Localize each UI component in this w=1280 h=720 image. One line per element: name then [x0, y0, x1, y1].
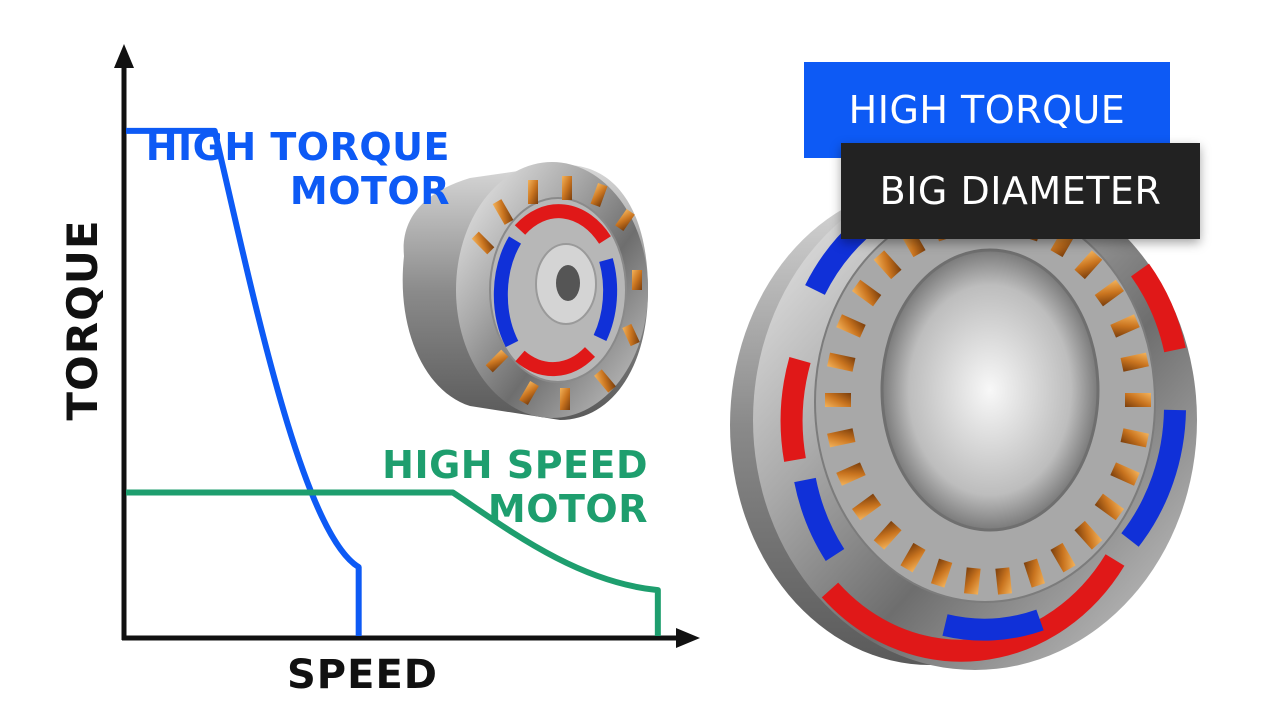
- copper-tooth: [1094, 493, 1124, 521]
- copper-tooth: [836, 462, 866, 486]
- copper-tooth: [1023, 558, 1046, 588]
- copper-tooth: [930, 558, 953, 588]
- y-axis-title: TORQUE: [58, 219, 107, 421]
- x-axis-arrow: [676, 628, 700, 648]
- copper-tooth: [827, 428, 856, 448]
- copper-tooth: [873, 520, 902, 550]
- copper-tooth: [873, 250, 902, 280]
- high-torque-tag: HIGH TORQUE: [804, 62, 1170, 158]
- copper-tooth: [1110, 462, 1140, 486]
- copper-tooth: [852, 493, 882, 521]
- copper-tooth: [1125, 393, 1151, 407]
- high-speed-series-label: HIGH SPEED MOTOR: [382, 443, 648, 531]
- copper-tooth: [1120, 428, 1149, 448]
- y-axis-arrow: [114, 44, 134, 68]
- copper-tooth: [1110, 314, 1140, 338]
- copper-tooth: [995, 567, 1012, 595]
- series-layer: [126, 127, 661, 636]
- copper-tooth: [1094, 279, 1124, 307]
- copper-tooth: [900, 542, 926, 573]
- copper-tooth: [1074, 250, 1103, 280]
- small-motor-illustration: [402, 162, 648, 420]
- big-motor-illustration: [730, 170, 1197, 670]
- copper-tooth: [852, 279, 882, 307]
- copper-tooth: [1050, 542, 1076, 573]
- high-speed-curve: [126, 489, 661, 636]
- big-diameter-tag: BIG DIAMETER: [841, 143, 1200, 239]
- copper-tooth: [1074, 520, 1103, 550]
- copper-tooth: [1120, 352, 1149, 372]
- high-torque-curve: [126, 127, 362, 636]
- axes: [114, 44, 700, 648]
- x-axis-title: SPEED: [287, 652, 438, 698]
- high-torque-series-label: HIGH TORQUE MOTOR: [145, 125, 450, 213]
- copper-tooth: [825, 393, 851, 407]
- copper-tooth: [827, 352, 856, 372]
- copper-tooth: [836, 314, 866, 338]
- copper-tooth: [964, 567, 981, 595]
